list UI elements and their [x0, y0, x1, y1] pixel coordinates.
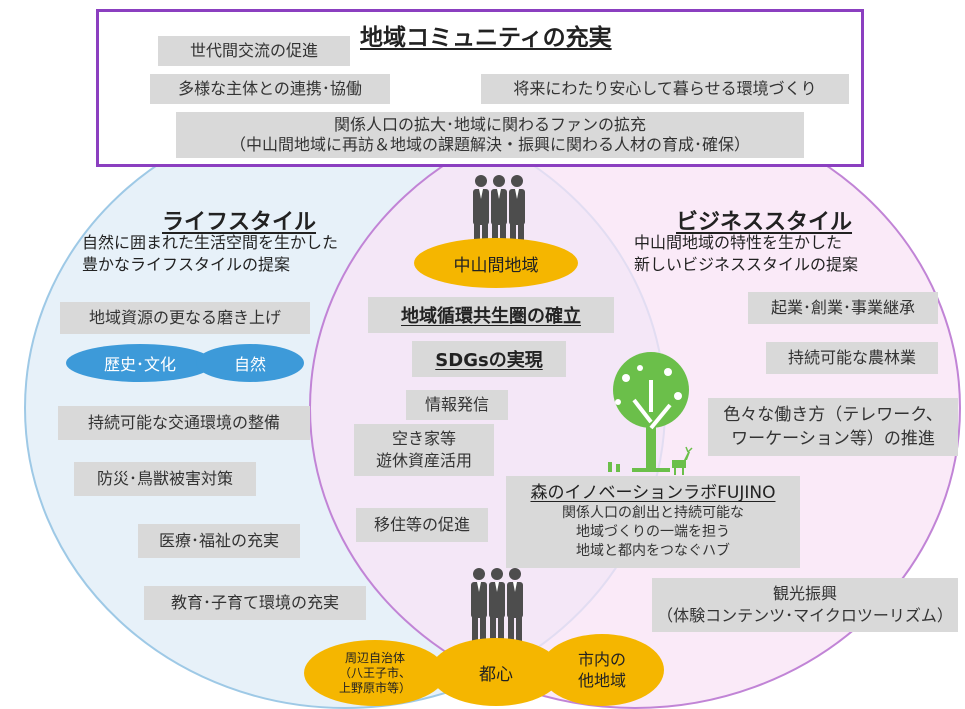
lifestyle-item-resources: 地域資源の更なる磨き上げ — [60, 302, 310, 334]
fujino-lab-title: 森のイノベーションラボFUJINO — [530, 483, 776, 503]
fujino-lab-line-2: 地域づくりの一端を担う — [576, 524, 730, 540]
lifestyle-item-medical: 医療･福祉の充実 — [138, 524, 300, 558]
lifestyle-item-disaster: 防災･鳥獣被害対策 — [74, 462, 256, 496]
people-group-icon — [473, 175, 525, 249]
lifestyle-title: ライフスタイル — [162, 210, 317, 235]
tourism-line-1: 観光振興 — [772, 584, 837, 603]
center-item-migration: 移住等の促進 — [356, 508, 488, 542]
business-item-tourism: 観光振興 （体験コンテンツ･マイクロツーリズム） — [652, 578, 958, 632]
business-item-startup: 起業･創業･事業継承 — [748, 292, 938, 324]
center-item-info: 情報発信 — [406, 390, 508, 420]
business-desc-2: 新しいビジネススタイルの提案 — [634, 255, 859, 274]
people-group-icon-bottom — [471, 568, 523, 642]
neighbor-line-2: （八王子市、 — [338, 665, 411, 680]
fujino-lab-line-3: 地域と都内をつなぐハブ — [576, 543, 730, 559]
business-title: ビジネススタイル — [676, 210, 853, 235]
lifestyle-item-transport: 持続可能な交通環境の整備 — [58, 406, 310, 440]
tourism-line-2: （体験コンテンツ･マイクロツーリズム） — [657, 606, 953, 625]
center-heading-2: SDGsの実現 — [412, 341, 566, 377]
center-heading-1: 地域循環共生圏の確立 — [368, 297, 614, 333]
neighbor-line-3: 上野原市等） — [338, 680, 411, 695]
business-item-work: 色々な働き方（テレワーク、 ワーケーション等）の推進 — [708, 398, 958, 456]
fujino-lab-box: 森のイノベーションラボFUJINO 関係人口の創出と持続可能な 地域づくりの一端… — [506, 476, 800, 568]
lifestyle-item-history: 歴史･文化 — [66, 344, 214, 382]
lifestyle-item-nature: 自然 — [196, 344, 304, 382]
community-item-intergen: 世代間交流の促進 — [158, 36, 350, 66]
fujino-lab-line-1: 関係人口の創出と持続可能な — [562, 505, 744, 521]
lifestyle-desc-2: 豊かなライフスタイルの提案 — [82, 255, 291, 274]
neighbor-line-1: 周辺自治体 — [344, 650, 405, 665]
vacant-line-2: 遊休資産活用 — [375, 451, 472, 470]
fans-line-2: （中山間地域に再訪＆地域の課題解決・振興に関わる人材の育成･確保） — [229, 135, 750, 154]
bottom-city-oval: 都心 — [430, 638, 562, 706]
community-title: 地域コミュニティの充実 — [360, 25, 612, 51]
center-heading-2-text: SDGsの実現 — [435, 350, 543, 371]
work-line-2: ワーケーション等）の推進 — [731, 429, 935, 449]
other-line-1: 市内の — [577, 650, 626, 669]
community-item-safe: 将来にわたり安心して暮らせる環境づくり — [481, 74, 849, 104]
center-heading-1-text: 地域循環共生圏の確立 — [401, 306, 581, 327]
work-line-1: 色々な働き方（テレワーク、 — [723, 405, 943, 425]
business-item-agri: 持続可能な農林業 — [766, 342, 938, 374]
center-item-vacant: 空き家等 遊休資産活用 — [354, 424, 494, 476]
other-line-2: 他地域 — [577, 671, 626, 690]
vacant-line-1: 空き家等 — [391, 429, 456, 448]
lifestyle-item-education: 教育･子育て環境の充実 — [144, 586, 366, 620]
tree-icon — [608, 352, 689, 472]
bottom-neighbor-oval: 周辺自治体 （八王子市、 上野原市等） — [304, 640, 446, 706]
deer-icon — [672, 446, 693, 475]
community-item-fans: 関係人口の拡大･地域に関わるファンの拡充 （中山間地域に再訪＆地域の課題解決・振… — [176, 112, 804, 158]
center-area-label: 中山間地域 — [414, 238, 578, 288]
business-desc-1: 中山間地域の特性を生かした — [634, 233, 843, 252]
fans-line-1: 関係人口の拡大･地域に関わるファンの拡充 — [333, 115, 646, 134]
community-item-collab: 多様な主体との連携･協働 — [150, 74, 390, 104]
lifestyle-desc-1: 自然に囲まれた生活空間を生かした — [82, 233, 339, 252]
